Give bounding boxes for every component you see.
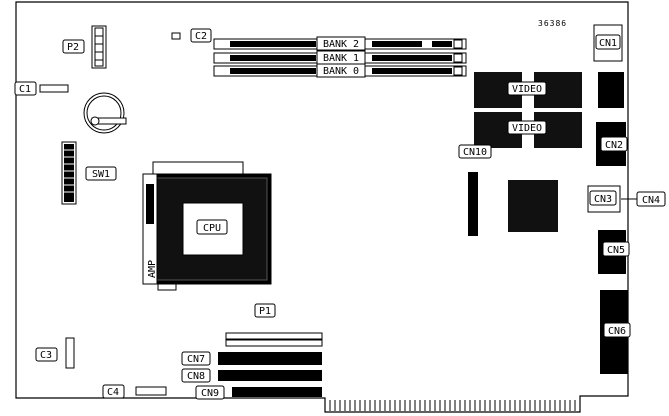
svg-text:CN4: CN4 [642,195,660,206]
cpu-socket: AMP CPU [142,161,272,291]
svg-text:C4: C4 [107,387,119,398]
jumper-c2: C2 [171,28,212,43]
memory-bank-1: BANK 1 [213,50,467,65]
amp-label: AMP [147,260,158,278]
svg-text:CN6: CN6 [608,326,626,337]
connector-cn10: CN10 [458,144,492,236]
connector-cn2: CN2 [596,122,628,166]
svg-text:VIDEO: VIDEO [512,84,542,95]
connector-cn7: CN7 [181,351,322,366]
jumper-c4: C4 [102,384,167,399]
connector-cn6: CN6 [600,290,631,374]
connector-cn4: CN4 [621,191,666,207]
connector-cn8: CN8 [181,368,322,383]
chip [508,180,558,232]
bank-1-label: BANK 1 [323,53,359,64]
svg-text:P1: P1 [259,306,271,317]
bank-2-label: BANK 2 [323,39,359,50]
cpu-label: CPU [203,223,221,234]
svg-text:CN10: CN10 [463,147,487,158]
svg-text:C3: C3 [40,350,52,361]
connector-cn5: CN5 [598,230,630,274]
svg-text:CN5: CN5 [607,245,625,256]
svg-text:P2: P2 [67,42,79,53]
part-number: 36386 [538,19,567,28]
memory-bank-0: BANK 0 [213,63,467,78]
jumper-c3: C3 [35,337,75,369]
svg-text:CN7: CN7 [187,354,205,365]
svg-text:C1: C1 [19,84,31,95]
jumper-c1: C1 [14,81,69,96]
keyboard-connector [598,72,624,108]
svg-text:C2: C2 [195,31,207,42]
battery [83,92,127,134]
connector-p1: P1 [225,303,323,347]
svg-text:CN2: CN2 [605,140,623,151]
memory-bank-2: BANK 2 [213,36,467,51]
bank-0-label: BANK 0 [323,66,359,77]
video-chips-top: VIDEO [474,72,582,108]
switch-sw1: SW1 [61,141,117,205]
connector-p2: P2 [62,25,107,69]
svg-text:SW1: SW1 [92,169,110,180]
edge-connector [329,400,576,411]
svg-text:CN8: CN8 [187,371,205,382]
svg-text:VIDEO: VIDEO [512,123,542,134]
connector-cn1: CN1 [593,24,623,62]
video-chips-bottom: VIDEO [474,112,582,148]
svg-text:CN1: CN1 [599,38,617,49]
svg-text:CN3: CN3 [594,194,612,205]
connector-cn3: CN3 [587,185,621,213]
connector-cn9: CN9 [195,385,322,400]
svg-text:CN9: CN9 [201,388,219,399]
